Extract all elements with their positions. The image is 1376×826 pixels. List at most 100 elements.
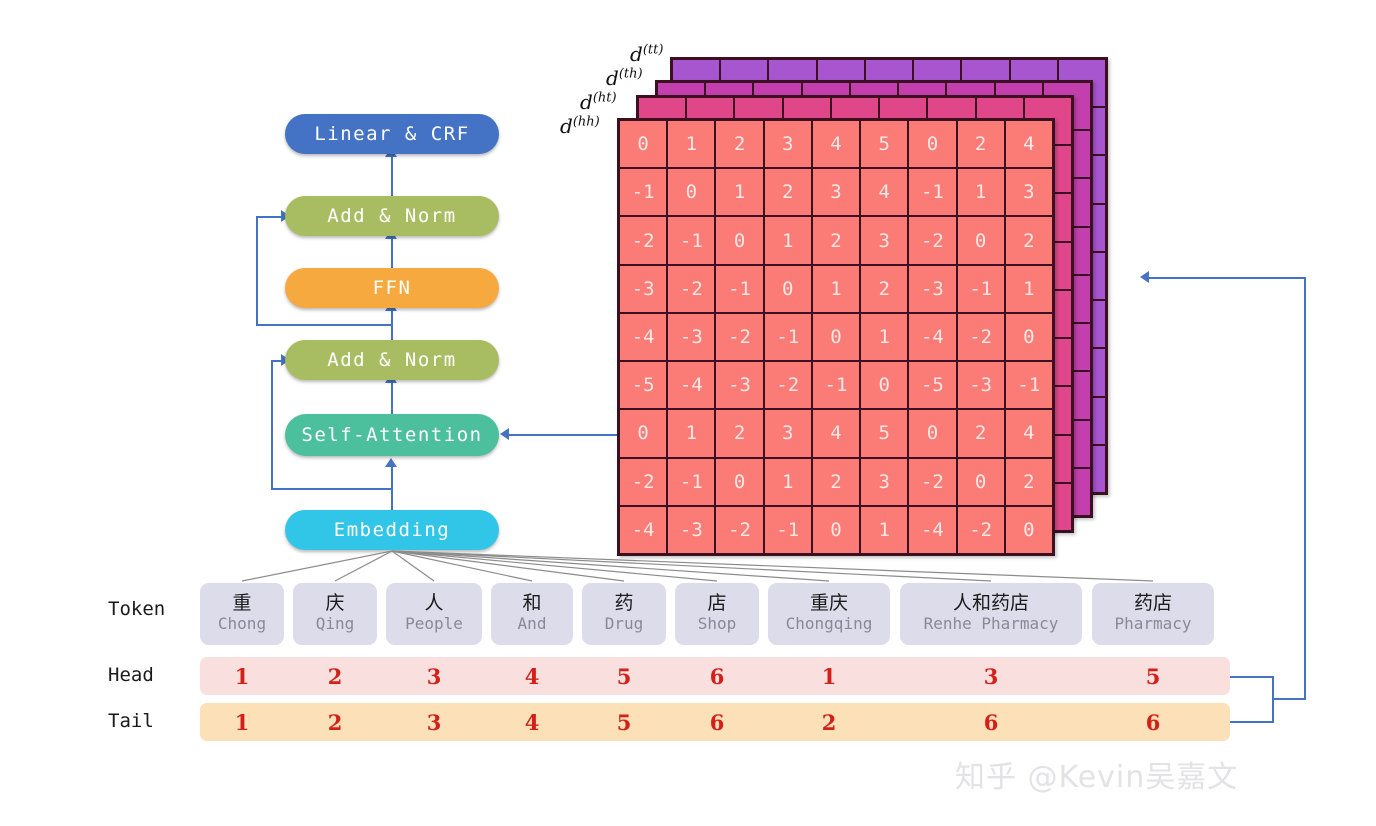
tail-value: 1 <box>234 709 250 735</box>
fan-line <box>391 550 533 582</box>
matrix-cell: -1 <box>763 505 812 554</box>
matrix-cell: 0 <box>956 216 1005 265</box>
matrix-cell: 0 <box>811 505 861 554</box>
matrix-cell: 2 <box>715 120 764 169</box>
matrix-cell: 1 <box>956 168 1005 217</box>
matrix-cell: -4 <box>667 361 716 410</box>
matrix-cell: -2 <box>908 457 957 506</box>
row-label-token: Token <box>108 598 166 620</box>
block-ffn[interactable]: FFN <box>285 268 499 308</box>
matrix-cell: 2 <box>715 409 764 458</box>
watermark: 知乎 @Kevin吴嘉文 <box>955 760 1239 795</box>
matrix-cell: 2 <box>860 264 909 313</box>
matrix-cell: -1 <box>667 457 716 506</box>
matrix-cell: 4 <box>860 168 909 217</box>
token-english: Qing <box>315 613 355 633</box>
matrix-cell: -2 <box>715 505 764 554</box>
block-embedding[interactable]: Embedding <box>285 510 499 550</box>
matrix-cell: 0 <box>956 457 1005 506</box>
tail-value: 4 <box>524 709 540 735</box>
matrix-label-th-sup: (th) <box>618 66 643 82</box>
matrix-cell: -3 <box>956 361 1005 410</box>
matrix-cell: 1 <box>860 505 909 554</box>
matrix-cell: 1 <box>811 264 861 313</box>
tail-value: 6 <box>983 709 999 735</box>
matrix-cell: 0 <box>619 409 668 458</box>
matrix-cell: 1 <box>763 216 812 265</box>
matrix-cell: 3 <box>811 168 861 217</box>
matrix-cell: 1 <box>860 312 909 362</box>
matrix-label-hh: d(hh) <box>560 114 600 138</box>
head-value: 1 <box>234 663 250 689</box>
head-value: 5 <box>1145 663 1161 689</box>
matrix-cell: 0 <box>715 457 764 506</box>
block-linear-crf[interactable]: Linear & CRF <box>285 114 499 154</box>
matrix-label-ht-sup: (ht) <box>592 90 617 106</box>
matrix-cell: 1 <box>715 168 764 217</box>
tail-value: 6 <box>709 709 725 735</box>
matrix-cell: -2 <box>908 216 957 265</box>
token-chinese: 重庆 <box>809 592 848 615</box>
matrix-label-ht: d(ht) <box>580 90 617 114</box>
head-value: 2 <box>327 663 343 689</box>
token-english: Chongqing <box>785 613 873 633</box>
matrix-cell: 0 <box>763 264 812 313</box>
matrix-label-tt-base: d <box>630 42 643 66</box>
matrix-cell: 0 <box>619 120 668 169</box>
matrix-cell: 0 <box>860 361 909 410</box>
matrix-cell: -5 <box>908 361 957 410</box>
matrix-cell: 4 <box>1004 120 1053 169</box>
matrix-cell: -2 <box>956 505 1005 554</box>
block-add-norm-lower[interactable]: Add & Norm <box>285 340 499 380</box>
matrix-cell: 3 <box>860 216 909 265</box>
matrix-cell: 0 <box>667 168 716 217</box>
matrix-cell: 4 <box>1004 409 1053 458</box>
tail-value: 6 <box>1145 709 1161 735</box>
token-chinese: 药店 <box>1133 592 1172 615</box>
row-label-tail: Tail <box>108 710 154 732</box>
matrix-cell: -3 <box>619 264 668 313</box>
token-english: Renhe Pharmacy <box>923 613 1059 633</box>
head-value: 3 <box>426 663 442 689</box>
matrix-cell: 5 <box>860 120 909 169</box>
matrix-cell: -1 <box>811 361 861 410</box>
tail-value: 3 <box>426 709 442 735</box>
matrix-cell: 1 <box>1004 264 1053 313</box>
matrix-cell: 3 <box>763 120 812 169</box>
matrix-cell: 3 <box>860 457 909 506</box>
matrix-cell: 1 <box>667 120 716 169</box>
matrix-label-th-base: d <box>606 66 619 90</box>
matrix-cell: 2 <box>811 216 861 265</box>
matrix-cell: -1 <box>619 168 668 217</box>
token-chinese: 庆 <box>325 592 345 615</box>
matrix-label-tt: d(tt) <box>630 42 663 66</box>
tail-value: 2 <box>821 709 837 735</box>
matrix-cell: -4 <box>619 505 668 554</box>
fan-line <box>241 550 393 582</box>
matrix-cell: -4 <box>908 505 957 554</box>
block-self-attention[interactable]: Self-Attention <box>285 414 499 456</box>
matrix-cell: -3 <box>715 361 764 410</box>
matrix-cell: 0 <box>811 312 861 362</box>
block-add-norm-upper[interactable]: Add & Norm <box>285 196 499 236</box>
matrix-cell: -1 <box>956 264 1005 313</box>
matrix-cell: 1 <box>667 409 716 458</box>
token-english: People <box>405 613 463 633</box>
token-english: Chong <box>217 613 267 633</box>
token-chinese: 重 <box>232 592 252 615</box>
token-english: Pharmacy <box>1114 613 1192 633</box>
token-english: And <box>517 613 547 633</box>
